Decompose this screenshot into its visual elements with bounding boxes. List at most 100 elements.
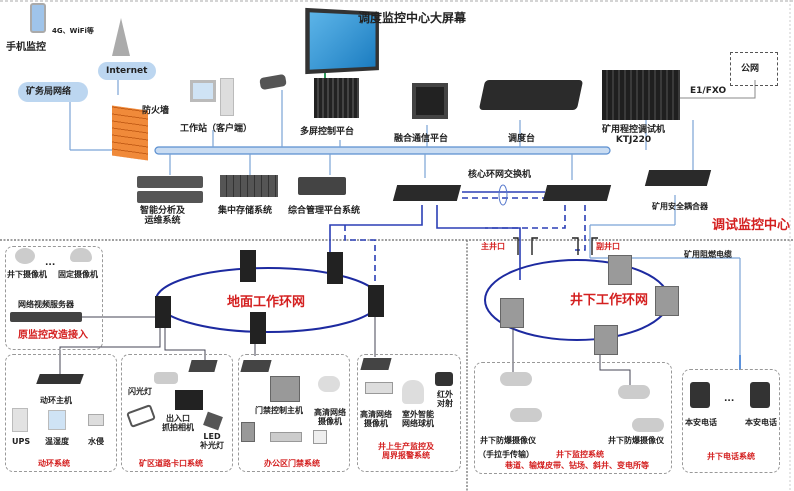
capture-camera-label: 出入口 抓拍相机 [162, 414, 194, 432]
analysis-line1: 智能分析及 [140, 206, 186, 216]
ring-bundle-icon [498, 184, 508, 206]
exchange-label: 矿用程控调试机 KTJ220 [602, 125, 665, 146]
ground-ring-label: 地面工作环网 [227, 295, 306, 310]
bullet-camera-icon [15, 248, 35, 264]
phone-icon [30, 3, 46, 33]
flash-light-icon [154, 372, 178, 384]
coupler-label: 矿用安全耦合器 [652, 202, 708, 211]
keypad-icon [241, 422, 255, 442]
temp-label: 温湿度 [45, 437, 69, 446]
dome-line1: 室外智能 [402, 410, 434, 419]
storage-icon [220, 175, 278, 197]
top-connectors [69, 75, 741, 370]
nvr-icon [10, 312, 82, 322]
ups-icon [12, 408, 28, 432]
surface-cam-line2: 摄像机 [364, 419, 388, 429]
exchange-model: KTJ220 [615, 135, 652, 146]
power-env-host-icon [36, 374, 84, 384]
explosion-proof-camera-icon [632, 418, 664, 432]
ir-label: 红外 对射 [437, 390, 453, 408]
surface-camera-label: 高清网络 摄像机 [360, 410, 392, 428]
flash-label: 闪光灯 [128, 387, 152, 396]
mobile-network-label: 4G、WiFi等 [52, 27, 94, 35]
office-cam-line1: 高清网络 [314, 408, 346, 417]
exchange-name: 矿用程控调试机 [602, 125, 666, 135]
legacy-cam1-label: 井下摄像机 [7, 270, 47, 279]
mobile-monitor-label: 手机监控 [6, 42, 46, 53]
ir-line2: 对射 [437, 399, 453, 409]
workstation-icon [190, 80, 216, 102]
public-network-box [730, 52, 778, 86]
explosion-proof-camera-icon [618, 385, 650, 399]
workstation-tower-icon [220, 78, 234, 116]
main-shaft-label: 主井口 [481, 242, 505, 251]
dome-label: 室外智能 网络球机 [402, 410, 434, 428]
led-line1: LED [203, 432, 221, 441]
analysis-server2-icon [137, 191, 203, 203]
backbone-bus [154, 146, 611, 155]
e1-fxo-line [680, 80, 756, 99]
underground-ring-label: 井下工作环网 [570, 293, 649, 308]
shaft-markers [513, 237, 598, 255]
temp-sensor-icon [48, 410, 66, 430]
water-label: 水侵 [88, 437, 104, 446]
core-switch-left-icon [392, 185, 462, 201]
office-cam-line2: 摄像机 [318, 417, 342, 427]
ring-node-icon [500, 298, 524, 328]
coupler-icon [644, 170, 712, 186]
phone2-label: 本安电话 [745, 418, 777, 427]
center-label: 调试监控中心 [712, 218, 791, 233]
ring-switch-icon [250, 312, 266, 344]
bureau-cloud-icon [18, 82, 88, 102]
ir-beam-icon [435, 372, 453, 386]
multi-screen-label: 多屏控制平台 [300, 127, 355, 137]
office-title: 办公区门禁系统 [264, 459, 320, 468]
surface-title-line1: 井上生产监控及 [378, 442, 434, 451]
power-env-title: 动环系统 [38, 459, 70, 468]
underground-monitor-title: 井下监控系统 [556, 450, 604, 459]
ring-node-icon [594, 325, 618, 355]
road-switch-icon [188, 360, 218, 372]
firewall-label: 防火墙 [142, 106, 170, 116]
mgmt-platform-label: 综合管理平台系统 [288, 206, 361, 216]
fusion-comm-icon [412, 83, 448, 119]
underground-monitor-subtitle: 巷道、输煤皮带、钻场、斜井、变电所等 [505, 461, 649, 470]
exchange-icon [602, 70, 680, 120]
dispatch-console-icon [478, 80, 584, 110]
intrinsic-phone-icon [690, 382, 710, 408]
led-line2: 补光灯 [200, 441, 224, 451]
legacy-cam2-label: 固定摄像机 [58, 270, 98, 279]
aux-shaft-label: 副井口 [596, 242, 620, 251]
surface-box [357, 354, 461, 472]
internet-label: Internet [106, 66, 148, 76]
water-sensor-icon [88, 414, 104, 426]
phone1-label: 本安电话 [685, 418, 717, 427]
big-screen-title: 调度监控中心大屏幕 [358, 11, 467, 25]
nvr-label: 网络视频服务器 [18, 300, 74, 309]
core-links [329, 191, 586, 290]
office-box [238, 354, 350, 472]
ring-switch-icon [155, 296, 171, 328]
phone-dots: ... [724, 394, 735, 404]
maglock-icon [270, 432, 302, 442]
exit-button-icon [313, 430, 327, 444]
public-network-label: 公网 [741, 64, 760, 74]
explosion-proof-camera-icon [510, 408, 542, 422]
legacy-dots: ... [45, 258, 56, 268]
analysis-server-icon [137, 176, 203, 188]
e1-fxo-label: E1/FXO [690, 86, 727, 96]
office-camera-label: 高清网络 摄像机 [314, 408, 346, 426]
capture-camera-icon [175, 390, 203, 410]
core-switch-label: 核心环网交换机 [468, 170, 532, 180]
surface-cam-line1: 高清网络 [360, 410, 392, 419]
multi-screen-controller-icon [314, 78, 359, 118]
explosion-proof-camera-icon [500, 372, 532, 386]
door-controller-label: 门禁控制主机 [255, 406, 303, 415]
analysis-system-label: 智能分析及 运维系统 [140, 206, 185, 227]
power-env-box [5, 354, 117, 472]
cam-left-label: 井下防爆摄像仪 [480, 436, 536, 445]
capture-line2: 抓拍相机 [162, 423, 194, 433]
cable-label: 矿用阻燃电缆 [684, 250, 732, 259]
core-switch-right-icon [542, 185, 612, 201]
underground-monitor-box [474, 362, 672, 474]
